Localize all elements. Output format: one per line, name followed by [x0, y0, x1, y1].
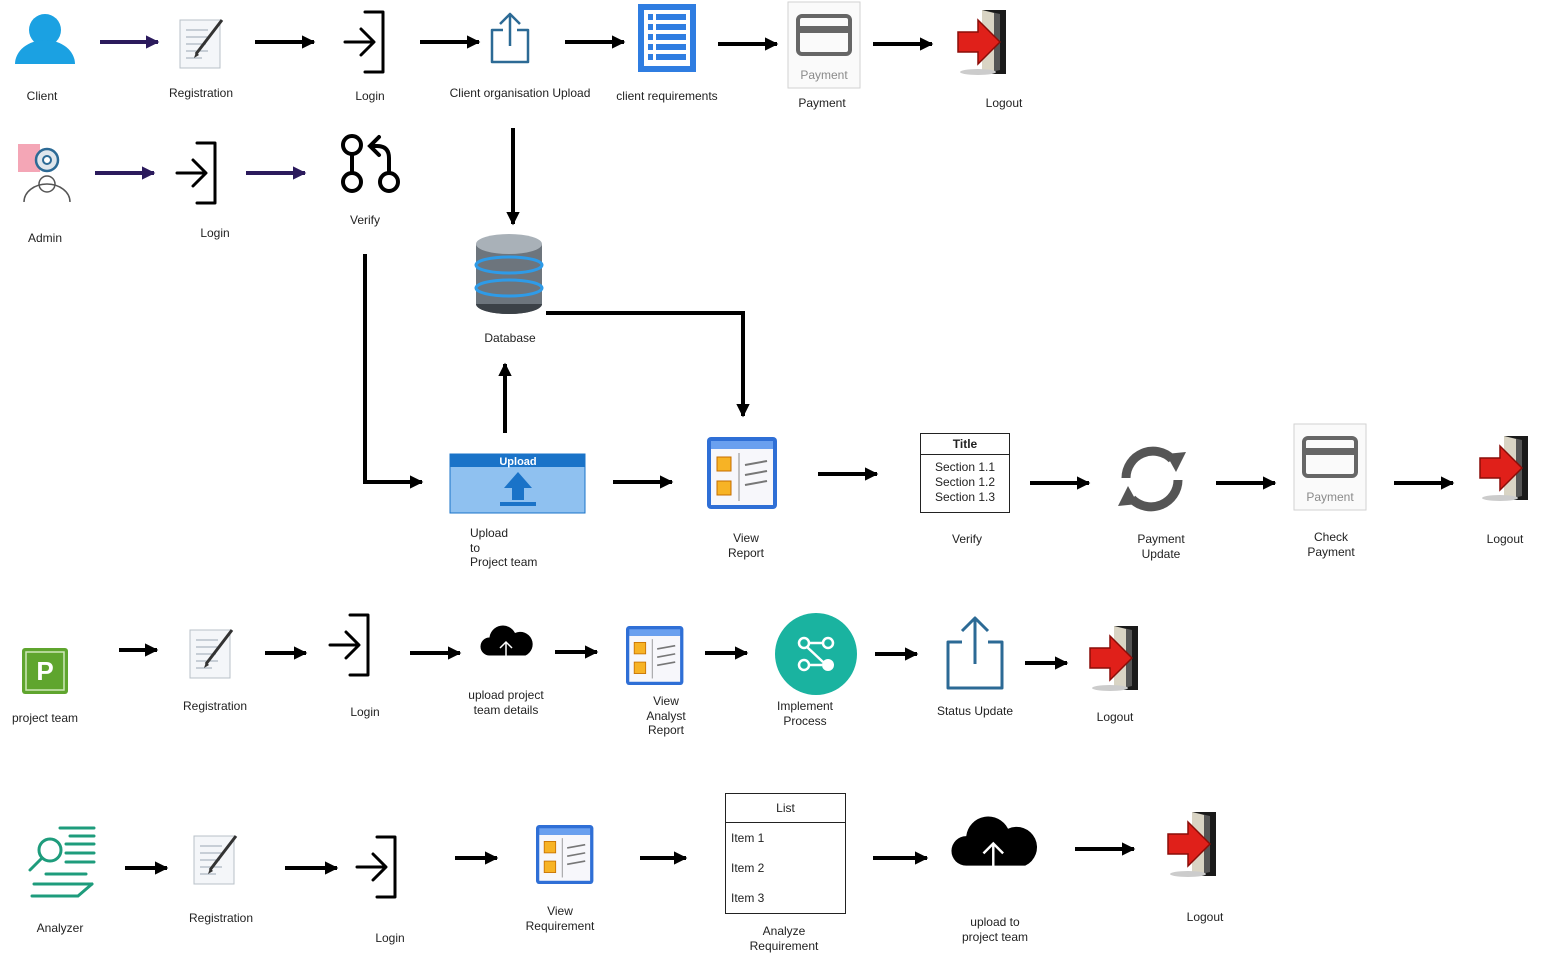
project-badge-letter: P — [36, 656, 53, 686]
title-box-section: Section 1.1 — [934, 460, 996, 474]
analyzer-registration-label: Registration — [188, 911, 254, 925]
database-icon — [474, 234, 544, 314]
logout-icon — [1167, 811, 1217, 878]
title-box-section: Section 1.3 — [934, 490, 996, 504]
project-badge-icon — [22, 648, 68, 694]
admin-gear-user-icon — [18, 144, 71, 203]
share-upload-icon — [490, 12, 530, 64]
list-item: Item 1 — [731, 831, 765, 845]
client-payment-label: Payment — [798, 96, 846, 110]
title-box-section: Section 1.2 — [934, 475, 996, 489]
client-requirements-label: client requirements — [616, 89, 718, 103]
list-item: Item 2 — [731, 861, 765, 875]
status-update-label: Status Update — [936, 704, 1014, 718]
upload-panel-icon — [449, 453, 586, 514]
client-label: Client — [26, 89, 58, 103]
implement-process-icon — [775, 613, 857, 695]
check-payment-label: Check Payment — [1307, 530, 1355, 559]
view-report-icon — [706, 436, 778, 510]
payment-update-label: Payment Update — [1137, 532, 1185, 561]
logout-icon — [1479, 435, 1529, 502]
project-registration-label: Registration — [182, 699, 248, 713]
analyzer-logout-label: Logout — [1186, 910, 1224, 924]
upload-header-text: Upload — [499, 456, 536, 468]
view-analyst-report-icon — [625, 625, 685, 686]
analyzer-search-icon — [28, 826, 96, 898]
title-box-heading: Title — [921, 434, 1009, 455]
implement-process-label: Implement Process — [776, 699, 834, 728]
requirements-list-icon — [638, 4, 696, 72]
login-icon — [355, 835, 397, 899]
logout-icon — [1089, 625, 1139, 692]
verify-title-box: Title Section 1.1 Section 1.2 Section 1.… — [920, 433, 1010, 513]
payment-card-text: Payment — [800, 68, 848, 82]
list-item: Item 3 — [731, 891, 765, 905]
login-icon — [343, 10, 385, 74]
upload-to-project-team-label: Upload to Project team — [470, 526, 538, 569]
cloud-upload-icon — [950, 815, 1039, 882]
analyze-list-box: List Item 1 Item 2 Item 3 — [725, 793, 846, 914]
login-icon — [328, 613, 370, 677]
view-requirement-label: View Requirement — [525, 904, 595, 933]
client-login-label: Login — [355, 89, 385, 103]
flow-arrow — [546, 311, 750, 418]
project-team-label: project team — [11, 711, 79, 725]
analyzer-login-label: Login — [375, 931, 405, 945]
database-label: Database — [484, 331, 536, 345]
flow-arrow — [363, 254, 424, 489]
admin-logout-label: Logout — [1486, 532, 1524, 546]
view-requirement-icon — [535, 824, 595, 885]
client-logout-label: Logout — [985, 96, 1023, 110]
client-org-upload-label: Client organisation Upload — [449, 86, 591, 100]
analyzer-label: Analyzer — [36, 921, 84, 935]
arrows — [95, 35, 1455, 875]
admin-verify2-label: Verify — [951, 532, 982, 546]
logout-icon — [957, 9, 1007, 76]
login-icon — [175, 141, 217, 205]
check-payment-card-text: Payment — [1306, 490, 1354, 504]
admin-label: Admin — [27, 231, 62, 245]
cloud-upload-icon — [479, 624, 534, 666]
registration-icon — [188, 628, 234, 680]
verify-merge-icon — [341, 134, 400, 193]
payment-update-refresh-icon — [1118, 446, 1186, 512]
project-logout-label: Logout — [1096, 710, 1134, 724]
client-registration-label: Registration — [168, 86, 234, 100]
list-box-heading: List — [726, 794, 845, 823]
analyze-requirement-label: Analyze Requirement — [749, 924, 819, 953]
registration-icon — [178, 18, 224, 70]
registration-icon — [192, 834, 238, 886]
admin-login-label: Login — [200, 226, 230, 240]
upload-project-details-label: upload project team details — [468, 688, 544, 717]
upload-to-project-team-label: upload to project team — [961, 915, 1029, 944]
status-update-share-icon — [946, 616, 1004, 690]
project-login-label: Login — [350, 705, 380, 719]
view-analyst-report-label: View Analyst Report — [646, 694, 686, 737]
admin-verify-label: Verify — [349, 213, 380, 227]
client-user-icon — [15, 14, 75, 64]
view-report-label: View Report — [727, 531, 765, 560]
